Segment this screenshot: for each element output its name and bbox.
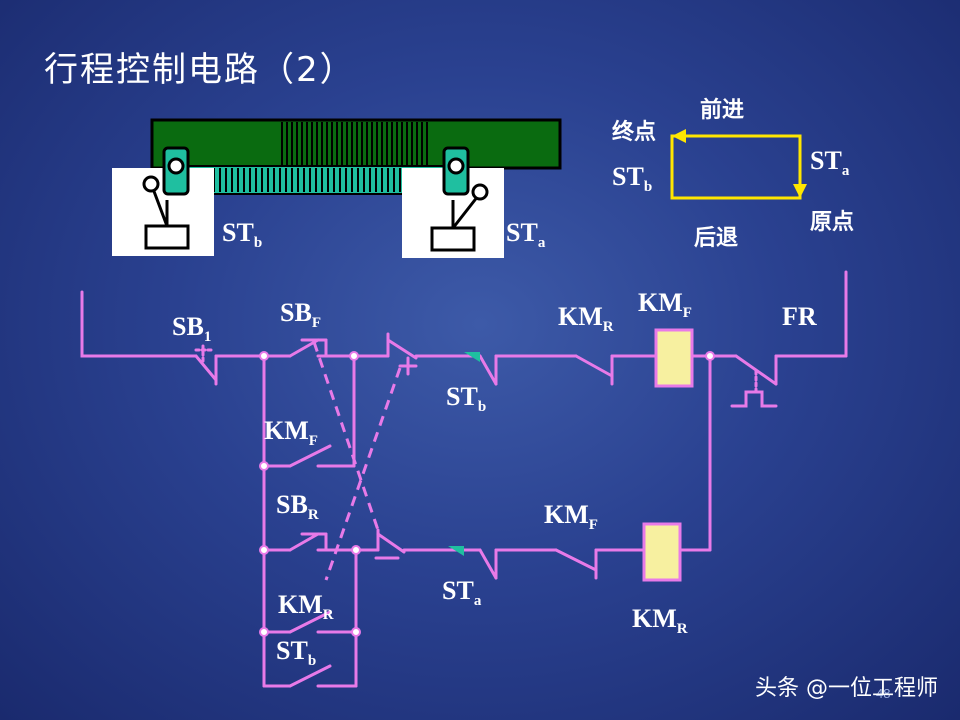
label-fr: FR <box>782 302 817 331</box>
label-stb-circuit: STb <box>446 382 487 415</box>
label-kmr-coil: KMR <box>632 604 688 637</box>
label-end-point: 终点 <box>612 120 657 145</box>
label-sta-dir: STa <box>810 146 850 179</box>
label-kmf-coil: KMF <box>638 288 692 321</box>
label-stb-dir: STb <box>612 162 653 195</box>
direction-arrows <box>670 134 802 200</box>
label-forward: 前进 <box>700 98 745 123</box>
mechanical-links <box>312 341 402 581</box>
table-rack <box>281 122 428 166</box>
arrow-down-right-icon <box>793 184 807 198</box>
label-sbf: SBF <box>280 298 321 331</box>
sta-contact-marker <box>448 546 464 556</box>
label-stb-bottom: STb <box>276 636 317 669</box>
label-sb1: SB1 <box>172 312 212 345</box>
limit-switch-sta-base <box>430 226 476 252</box>
label-sbr: SBR <box>276 490 319 523</box>
label-sta-circuit: STa <box>442 576 482 609</box>
limit-switch-stb-base <box>144 224 190 250</box>
wire-nodes <box>259 351 715 637</box>
label-stb-mech: STb <box>222 218 263 251</box>
sta-roller <box>471 183 489 201</box>
page-title: 行程控制电路（2） <box>44 50 356 90</box>
label-sta-mech: STa <box>506 218 546 251</box>
stb-contact-marker <box>464 352 480 362</box>
watermark: 头条 @一位工程师 <box>755 676 938 701</box>
label-kmr-top: KMR <box>558 302 614 335</box>
circuit-wires <box>80 270 848 688</box>
arrow-left-icon <box>672 129 686 143</box>
label-origin: 原点 <box>810 210 855 235</box>
coil-kmf <box>654 328 694 388</box>
label-kmf-nc: KMF <box>544 500 598 533</box>
coil-kmr <box>642 522 682 582</box>
page-number: 48 <box>876 686 891 701</box>
stb-roller <box>142 175 160 193</box>
label-kmf-hold: KMF <box>264 416 318 449</box>
label-backward: 后退 <box>694 226 739 251</box>
label-kmr-hold: KMR <box>278 590 334 623</box>
